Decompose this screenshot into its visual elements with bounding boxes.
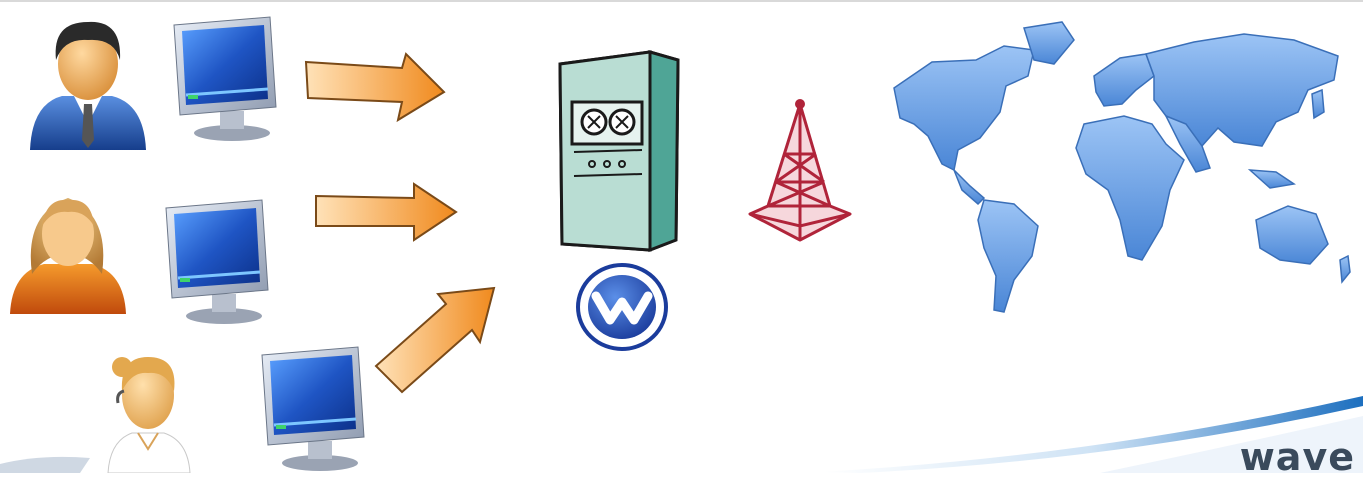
arrow-2 <box>312 180 462 244</box>
arrow-1 <box>302 52 450 124</box>
monitor-icon <box>170 15 282 143</box>
antenna <box>744 96 856 242</box>
brand-swoosh <box>0 396 1363 473</box>
brand-wordmark: wave <box>1240 435 1355 479</box>
user-businessman <box>22 12 152 152</box>
top-border <box>0 0 1363 2</box>
antenna-tower-icon <box>744 96 856 242</box>
arrow-right-icon <box>302 52 450 124</box>
user-woman <box>6 184 130 316</box>
monitor-2 <box>162 198 274 326</box>
monitor-1 <box>170 15 282 143</box>
woman-icon <box>6 184 130 316</box>
w-logo-icon <box>574 262 670 352</box>
server-icon <box>552 44 684 254</box>
businessman-icon <box>22 12 152 152</box>
arrow-3 <box>372 282 504 394</box>
world-map <box>884 20 1354 316</box>
monitor-icon <box>162 198 274 326</box>
arrow-diagonal-icon <box>372 282 504 394</box>
arrow-right-icon <box>312 180 462 244</box>
server <box>552 44 684 254</box>
swoosh-decoration <box>0 396 1363 473</box>
server-logo <box>574 262 670 352</box>
world-map-icon <box>884 20 1354 316</box>
